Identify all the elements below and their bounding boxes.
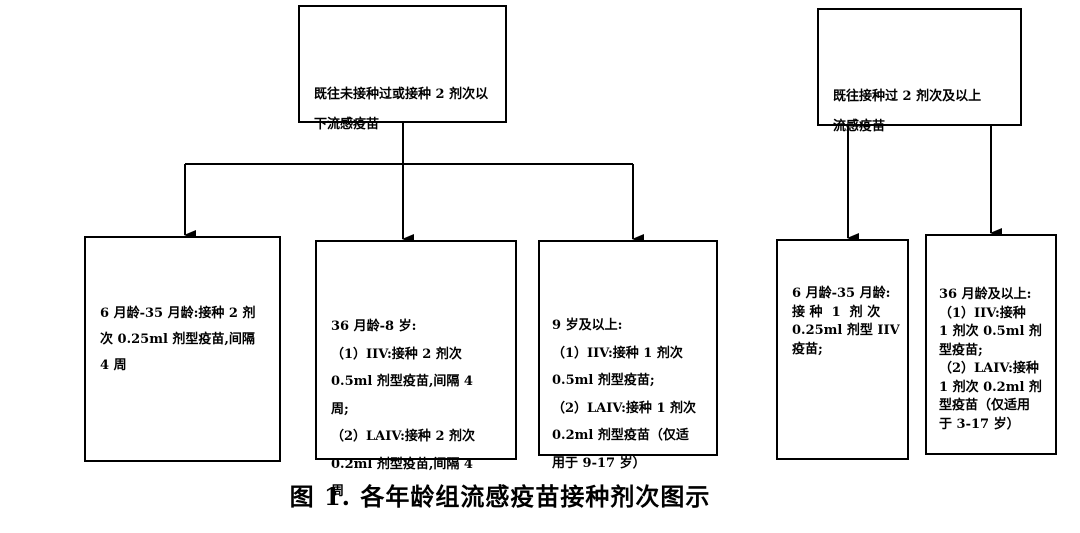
branch-6-35-months-box: 6 月龄-35 月龄:接种 2 剂 次 0.25ml 剂型疫苗,间隔 4 周 xyxy=(84,236,281,462)
prior-less-than-2-doses-box: 既往未接种过或接种 2 剂次以 下流感疫苗 xyxy=(298,5,507,132)
branch-9-years-up-text: 9 岁及以上: （1）IIV:接种 1 剂次 0.5ml 剂型疫苗; （2）LA… xyxy=(552,318,697,471)
figure-caption: 图 1. 各年龄组流感疫苗接种剂次图示 xyxy=(289,482,711,511)
right-branch-36-months-up-box: 36 月龄及以上: （1）IIV:接种 1 剂次 0.5ml 剂 型疫苗; （2… xyxy=(925,234,1057,455)
right-branch-6-35-months-box: 6 月龄-35 月龄: 接 种 1 剂 次 0.25ml 剂型 IIV 疫苗; xyxy=(776,239,909,460)
branch-9-years-up-box: 9 岁及以上: （1）IIV:接种 1 剂次 0.5ml 剂型疫苗; （2）LA… xyxy=(538,240,718,471)
connector-lines xyxy=(184,123,1002,244)
branch-6-35-months-text: 6 月龄-35 月龄:接种 2 剂 次 0.25ml 剂型疫苗,间隔 4 周 xyxy=(100,306,256,373)
branch-36-months-8-years-box: 36 月龄-8 岁: （1）IIV:接种 2 剂次 0.5ml 剂型疫苗,间隔 … xyxy=(315,240,517,499)
prior-2-or-more-doses-box: 既往接种过 2 剂次及以上 流感疫苗 xyxy=(817,8,1022,134)
right-branch-36-months-up-text: 36 月龄及以上: （1）IIV:接种 1 剂次 0.5ml 剂 型疫苗; （2… xyxy=(939,287,1042,432)
prior-less-than-2-doses-text: 既往未接种过或接种 2 剂次以 下流感疫苗 xyxy=(314,87,489,132)
prior-2-or-more-doses-text: 既往接种过 2 剂次及以上 流感疫苗 xyxy=(833,89,982,134)
branch-36-months-8-years-text: 36 月龄-8 岁: （1）IIV:接种 2 剂次 0.5ml 剂型疫苗,间隔 … xyxy=(331,319,476,499)
right-branch-6-35-months-text: 6 月龄-35 月龄: 接 种 1 剂 次 0.25ml 剂型 IIV 疫苗; xyxy=(792,286,900,357)
